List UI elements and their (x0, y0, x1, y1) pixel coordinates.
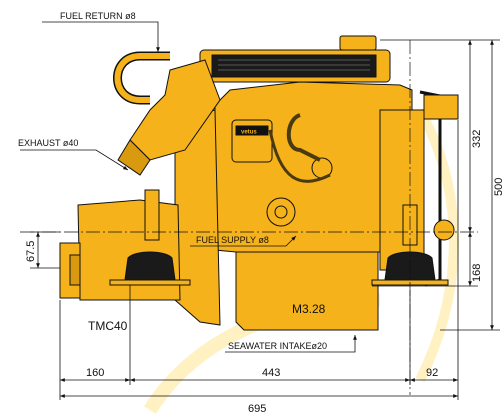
exhaust-label: EXHAUST ø40 (18, 138, 78, 148)
fuel-hose (286, 113, 321, 162)
fuel-return-pipe-fill (114, 53, 170, 103)
alternator-pulley (433, 219, 455, 241)
dim-695: 695 (248, 403, 266, 414)
brand-plate (235, 125, 269, 136)
rear-mount (109, 189, 191, 286)
output-flange-cap (69, 254, 81, 286)
brand-plate-label: vetus (241, 130, 257, 136)
seawater-intake-label: SEAWATER INTAKEø20 (228, 341, 327, 351)
dimension-lines (30, 39, 500, 400)
engine-model-label: M3.28 (292, 302, 326, 316)
valve-cover-ribs (218, 59, 370, 71)
watermark-swoosh-2 (415, 107, 459, 383)
dim-168: 168 (471, 264, 483, 282)
rear-mount-bolt (144, 189, 160, 241)
engine-body (117, 35, 459, 331)
fuel-supply-label: FUEL SUPPLY ø8 (196, 235, 269, 245)
dim-500: 500 (493, 178, 504, 196)
fuel-hose-2 (268, 129, 331, 183)
callout-leaders (20, 21, 357, 353)
starter-motor-inner (274, 205, 288, 219)
rear-mount-rubber (124, 251, 176, 281)
rear-mount-base (109, 279, 191, 286)
exhaust-outlet (117, 139, 151, 176)
front-bracket (423, 94, 459, 120)
oil-filler-cap (339, 35, 377, 51)
valve-cover-top (211, 54, 377, 78)
dim-443: 443 (262, 367, 280, 379)
dim-92: 92 (426, 367, 438, 379)
dim-160: 160 (86, 367, 104, 379)
gearbox-model-label: TMC40 (88, 319, 128, 333)
engine-sump (235, 249, 379, 331)
fuel-return-label: FUEL RETURN ø8 (60, 11, 136, 21)
dim-67-5: 67.5 (25, 241, 37, 262)
front-plate (379, 109, 425, 271)
dim-332: 332 (471, 130, 483, 148)
